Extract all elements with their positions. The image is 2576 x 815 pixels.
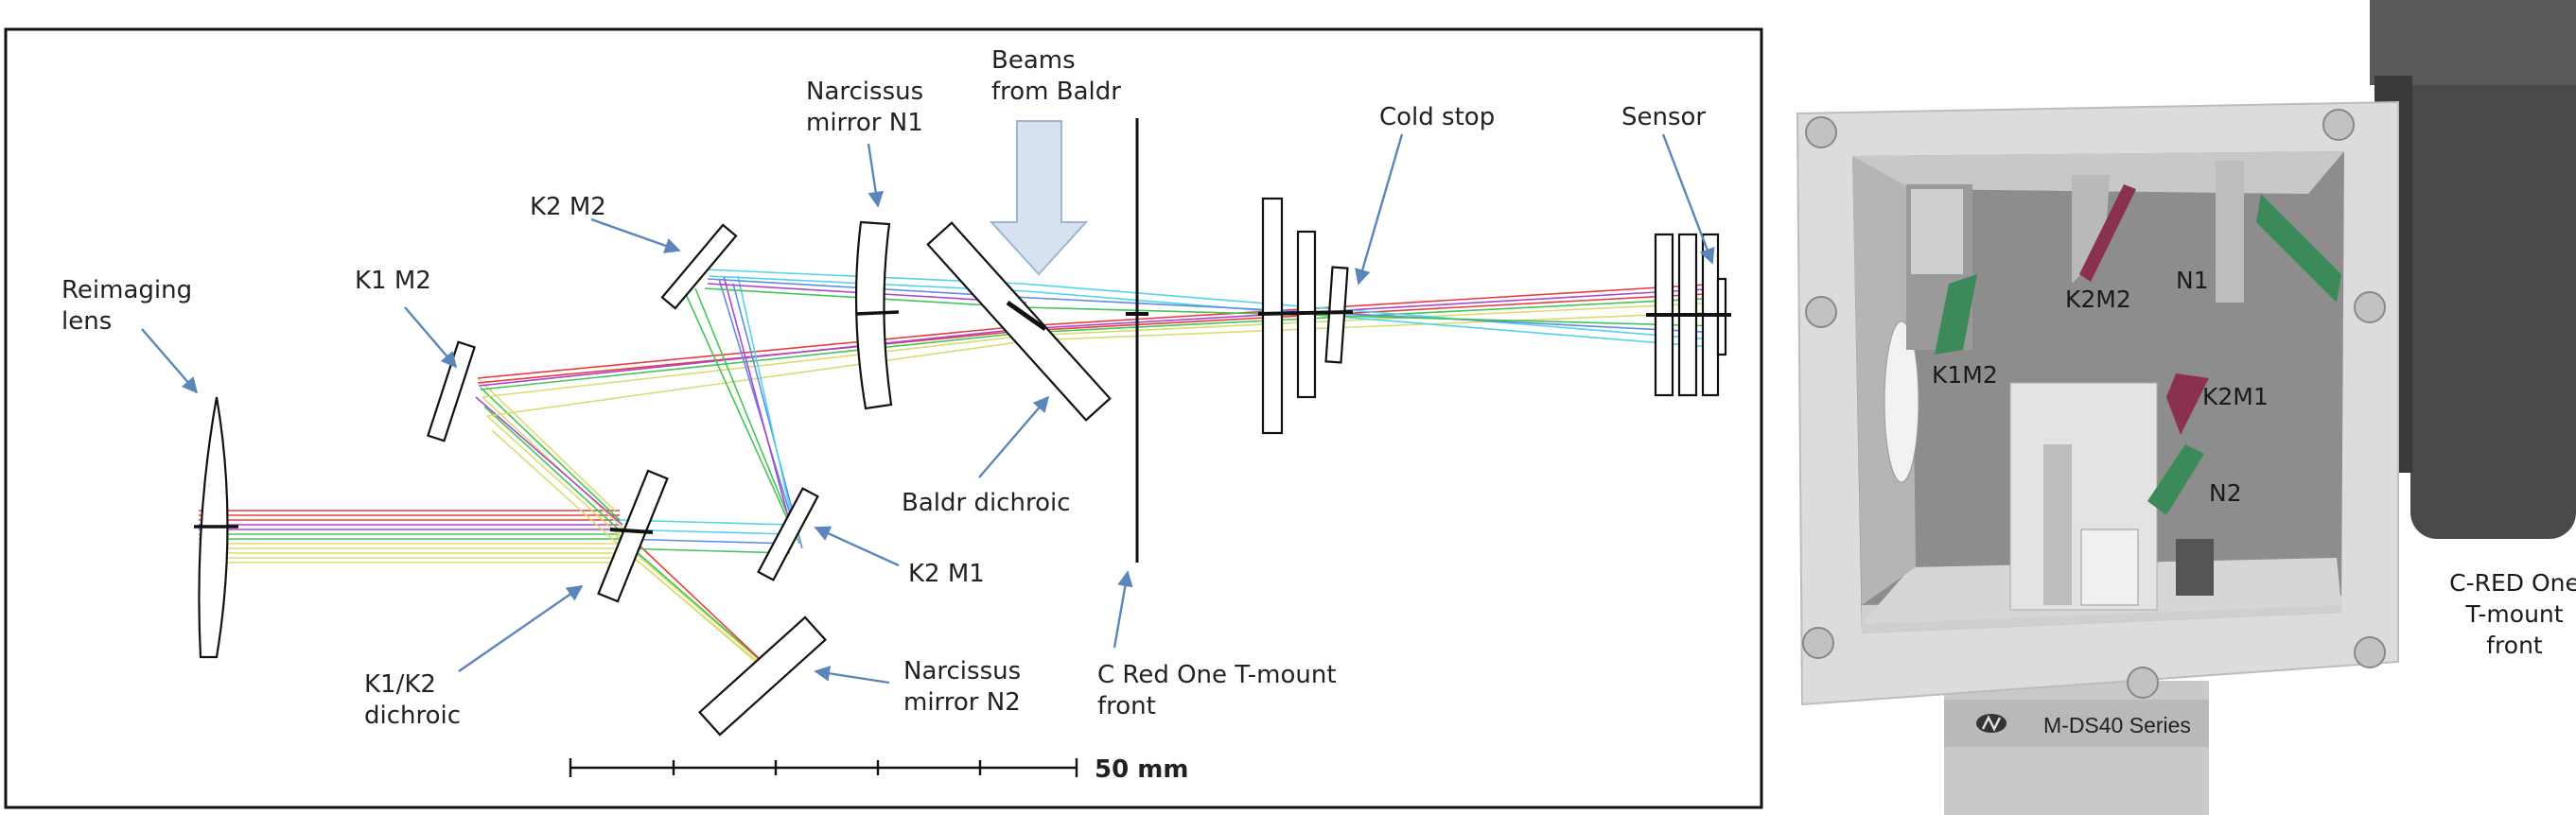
k2m1-mirror bbox=[757, 487, 819, 581]
photo-label-k1m2: K1M2 bbox=[1932, 361, 1998, 389]
cold-stop bbox=[1324, 266, 1349, 364]
k2m2-mirror bbox=[660, 223, 738, 310]
label-k1m2: K1 M2 bbox=[355, 267, 431, 295]
narcissus-mirror-n1 bbox=[854, 220, 893, 410]
newport-logo-icon bbox=[1976, 714, 2006, 733]
narcissus-mirror-n2 bbox=[698, 616, 827, 737]
diagram-frame bbox=[4, 27, 1763, 809]
scale-bar bbox=[569, 758, 1078, 777]
screw-icon bbox=[1802, 109, 2386, 699]
c-red-one-body bbox=[2410, 57, 2576, 539]
photo-label-n2: N2 bbox=[2209, 479, 2242, 507]
stage-label: M-DS40 Series bbox=[2043, 713, 2191, 737]
annotation-arrows bbox=[141, 133, 1715, 685]
ray-bundles bbox=[199, 269, 1723, 680]
photo-label-k2m1: K2M1 bbox=[2202, 383, 2269, 410]
beams-from-baldr-arrow bbox=[989, 120, 1089, 276]
label-k2m2: K2 M2 bbox=[530, 193, 606, 221]
photo-label-n1: N1 bbox=[2176, 267, 2209, 294]
k1m2-mirror bbox=[426, 340, 477, 442]
baldr-dichroic bbox=[926, 221, 1112, 422]
mount-render: M-DS40 Series bbox=[1796, 0, 2576, 815]
label-scale: 50 mm bbox=[1095, 755, 1188, 784]
label-sensor: Sensor bbox=[1621, 103, 1706, 131]
label-baldr-dichroic: Baldr dichroic bbox=[902, 489, 1071, 517]
photo-label-k2m2: K2M2 bbox=[2065, 286, 2131, 313]
optical-elements bbox=[194, 118, 1731, 737]
label-cold-stop: Cold stop bbox=[1379, 103, 1495, 131]
label-k2m1: K2 M1 bbox=[908, 560, 985, 588]
window-element-1 bbox=[1261, 197, 1284, 435]
